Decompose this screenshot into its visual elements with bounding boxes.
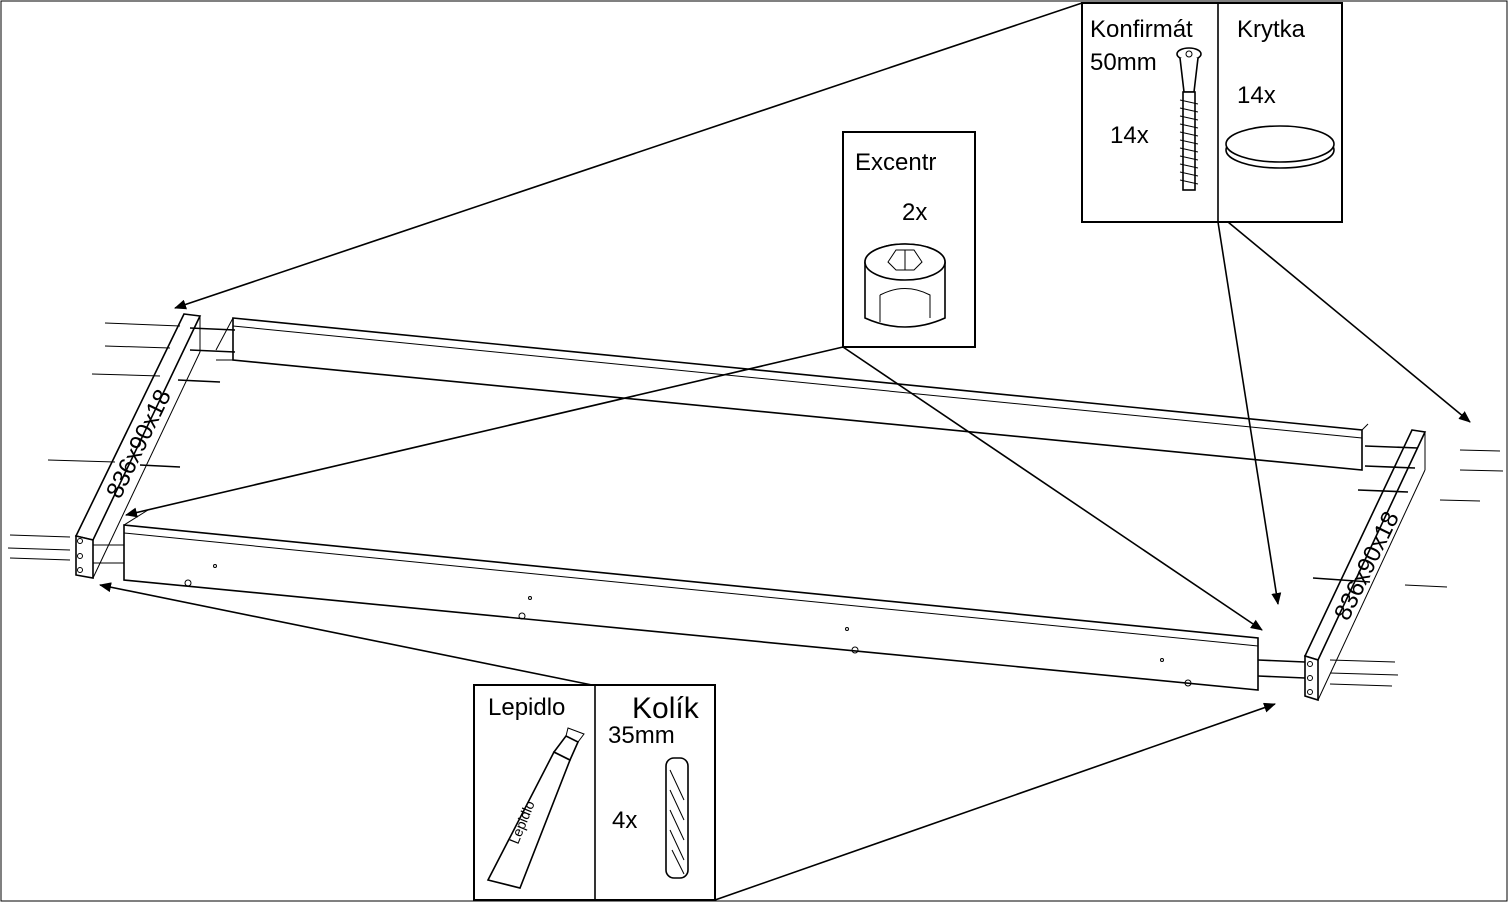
dowel-icon bbox=[665, 757, 689, 879]
cam-lock-icon bbox=[864, 243, 946, 328]
lepidlo-title: Lepidlo bbox=[488, 694, 565, 721]
parts-box-excentr: Excentr 2x bbox=[842, 131, 976, 348]
konfirmat-size: 50mm bbox=[1090, 49, 1157, 76]
front-long-board bbox=[93, 509, 1259, 691]
konfirmat-qty: 14x bbox=[1110, 122, 1149, 149]
kolik-size: 35mm bbox=[608, 722, 675, 749]
glue-tube-icon: Lepidlo bbox=[486, 727, 585, 889]
pointer-arrows bbox=[99, 2, 1471, 901]
parts-box-konfirmat-krytka: Konfirmát 50mm 14x Krytka 14x bbox=[1081, 2, 1343, 223]
parts-box-lepidlo-kolik: Lepidlo Lepidlo Kolík 35mm 4x bbox=[473, 684, 716, 901]
kolik-title: Kolík bbox=[632, 692, 700, 725]
left-dimension-label: 836x90x18 bbox=[101, 385, 177, 502]
kolik-qty: 4x bbox=[612, 807, 637, 834]
confirmat-screw-icon bbox=[1176, 47, 1202, 191]
cover-cap-icon bbox=[1225, 125, 1335, 169]
right-panel-screws bbox=[1257, 445, 1504, 695]
excentr-title: Excentr bbox=[855, 149, 936, 176]
back-long-board bbox=[215, 317, 1369, 471]
krytka-title: Krytka bbox=[1237, 16, 1306, 43]
left-panel-screws bbox=[7, 322, 236, 573]
excentr-qty: 2x bbox=[902, 199, 927, 226]
krytka-qty: 14x bbox=[1237, 82, 1276, 109]
konfirmat-title: Konfirmát bbox=[1090, 16, 1193, 43]
right-side-panel: 836x90x18 bbox=[1257, 429, 1504, 702]
